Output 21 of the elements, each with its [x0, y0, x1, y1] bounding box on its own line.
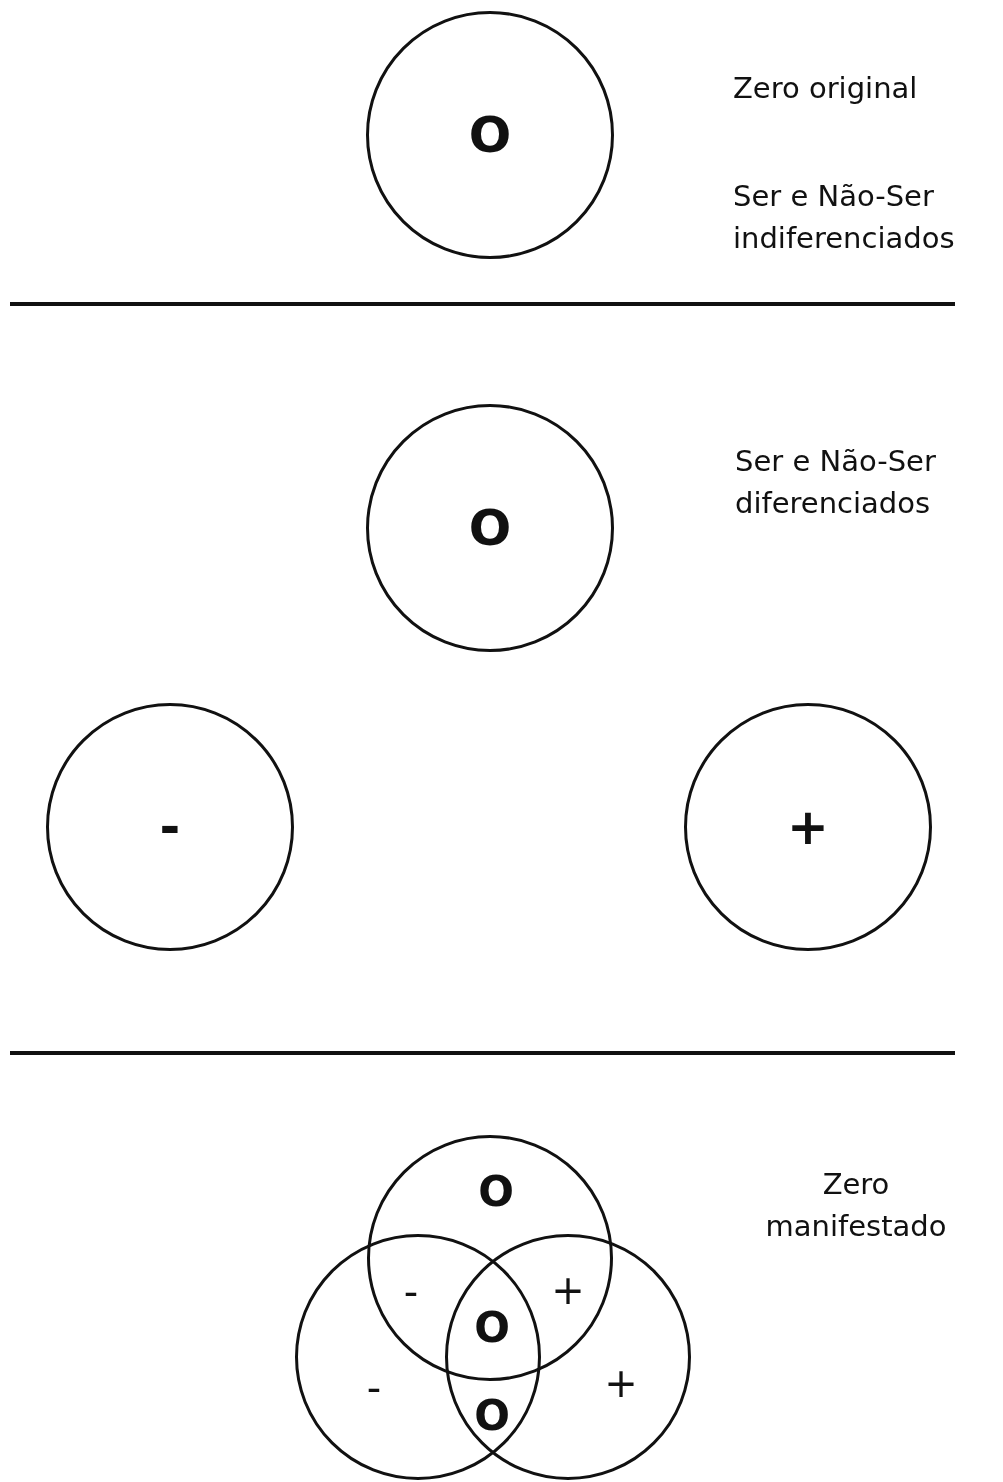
region-symbol: - — [366, 1364, 382, 1413]
region-symbol: + — [604, 1359, 638, 1408]
caption-text: Ser e Não-Ser diferenciados — [735, 442, 937, 522]
circle-symbol: O — [468, 110, 512, 160]
circle-symbol: O — [468, 503, 512, 553]
circle — [366, 404, 614, 652]
region-symbol: - — [403, 1268, 419, 1317]
circle — [46, 703, 294, 951]
region-symbol: O — [474, 1301, 510, 1354]
circle-symbol: + — [787, 802, 829, 852]
venn-circle — [445, 1234, 691, 1480]
caption-text: Zero original — [733, 70, 919, 107]
venn-circle — [295, 1234, 541, 1480]
circle-symbol: - — [159, 802, 181, 852]
region-symbol: + — [551, 1266, 585, 1315]
circle — [684, 703, 932, 951]
region-symbol: O — [474, 1389, 510, 1442]
region-symbol: O — [478, 1165, 514, 1218]
caption-text: Zero manifestado — [764, 1165, 948, 1245]
circle — [366, 11, 614, 259]
caption-text: Ser e Não-Ser indiferenciados — [733, 177, 956, 257]
